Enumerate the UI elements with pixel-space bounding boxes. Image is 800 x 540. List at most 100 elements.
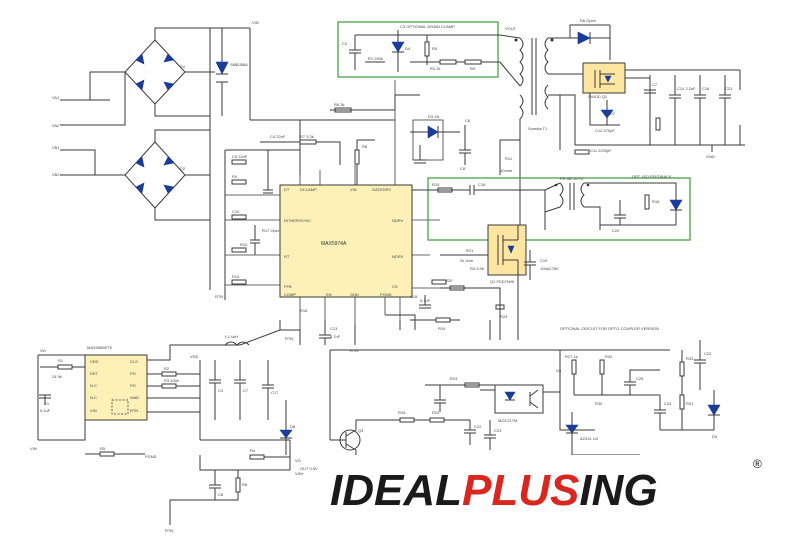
svg-text:VB2: VB2 bbox=[52, 172, 60, 177]
svg-text:C24: C24 bbox=[664, 401, 672, 406]
svg-text:R3 2k: R3 2k bbox=[430, 66, 440, 71]
svg-text:VDD: VDD bbox=[90, 359, 99, 364]
svg-text:D7: D7 bbox=[610, 111, 616, 116]
svg-text:EN: EN bbox=[326, 292, 332, 297]
sync-rectifier-mosfet bbox=[570, 62, 651, 126]
svg-text:R30: R30 bbox=[595, 401, 603, 406]
optional-circuit-note: OPTIONAL CIRCUIT FOR OPTO-COUPLER VERSIO… bbox=[560, 326, 659, 331]
svg-text:C1: C1 bbox=[44, 401, 50, 406]
svg-text:DCLAMP: DCLAMP bbox=[300, 187, 317, 192]
main-chip-part-label: MAX5974A bbox=[321, 241, 347, 247]
svg-text:R24: R24 bbox=[500, 314, 508, 319]
svg-text:Sumida T1: Sumida T1 bbox=[528, 126, 548, 131]
svg-text:L1 4uH: L1 4uH bbox=[225, 334, 238, 339]
svg-text:VIN: VIN bbox=[30, 446, 37, 451]
return-link bbox=[279, 320, 300, 331]
svg-text:MOC217M: MOC217M bbox=[498, 418, 517, 423]
output-diode bbox=[569, 24, 611, 60]
svg-text:C23: C23 bbox=[494, 428, 502, 433]
svg-text:R1 200k: R1 200k bbox=[368, 56, 383, 61]
svg-text:0.1uF: 0.1uF bbox=[420, 298, 431, 303]
supervisor-chip-part-label: MAX5986ETE bbox=[87, 345, 113, 350]
svg-text:R3 100k: R3 100k bbox=[164, 378, 179, 383]
svg-text:C18: C18 bbox=[478, 182, 486, 187]
svg-text:R21: R21 bbox=[466, 248, 474, 253]
registered-mark: ® bbox=[753, 457, 762, 471]
secondary-ground-path bbox=[548, 94, 620, 150]
svg-text:C12 470pF: C12 470pF bbox=[595, 128, 615, 133]
svg-text:C21: C21 bbox=[725, 86, 733, 91]
svg-text:R4: R4 bbox=[250, 448, 256, 453]
svg-text:C5 22nF: C5 22nF bbox=[232, 154, 248, 159]
svg-text:C13: C13 bbox=[330, 326, 338, 331]
main-controller-chip bbox=[279, 184, 413, 298]
supervisor-pins-left: VDD DET N.C N.C VIN bbox=[90, 359, 99, 413]
svg-text:C11 2200pF: C11 2200pF bbox=[590, 148, 612, 153]
svg-text:GND: GND bbox=[350, 292, 359, 297]
bridge-rectifier-2 bbox=[60, 129, 210, 221]
svg-text:RTN: RTN bbox=[215, 294, 223, 299]
svg-text:FFB: FFB bbox=[284, 284, 292, 289]
svg-text:C3: C3 bbox=[218, 388, 224, 393]
svg-text:D2: D2 bbox=[180, 166, 186, 171]
svg-text:C8: C8 bbox=[460, 166, 466, 171]
svg-text:VOUT: VOUT bbox=[505, 26, 517, 31]
svg-text:SMBJ58A: SMBJ58A bbox=[230, 62, 248, 67]
supervisor-pins-right: CLS PG PG WAD RTN bbox=[130, 359, 139, 413]
svg-text:D9: D9 bbox=[712, 434, 718, 439]
snubber-highlight-box bbox=[337, 21, 499, 78]
main-power-mosfet bbox=[440, 224, 527, 290]
svg-text:RTN: RTN bbox=[165, 528, 173, 533]
comp-network bbox=[299, 279, 460, 345]
opto-feedback-circuit bbox=[329, 340, 721, 440]
svg-text:D3 1N: D3 1N bbox=[428, 114, 439, 119]
svg-text:R17 Open: R17 Open bbox=[262, 228, 280, 233]
svg-text:R4 3.3k: R4 3.3k bbox=[470, 266, 484, 271]
svg-text:C7: C7 bbox=[243, 388, 249, 393]
svg-text:VDD: VDD bbox=[190, 354, 199, 359]
svg-text:DITHER/SYNC: DITHER/SYNC bbox=[284, 218, 311, 223]
svg-text:R24: R24 bbox=[432, 410, 440, 415]
svg-text:OPT. ISO FEEDBACK: OPT. ISO FEEDBACK bbox=[632, 174, 672, 179]
svg-text:R23: R23 bbox=[450, 376, 458, 381]
svg-text:R14: R14 bbox=[232, 274, 240, 279]
bias-winding-highlight-box bbox=[427, 177, 691, 241]
svg-text:WAD: WAD bbox=[130, 395, 139, 400]
svg-text:N.C: N.C bbox=[90, 395, 97, 400]
svg-text:RTN: RTN bbox=[285, 336, 293, 341]
svg-text:R32: R32 bbox=[605, 354, 613, 359]
svg-text:C25: C25 bbox=[636, 376, 644, 381]
opto-bias-resistor bbox=[464, 382, 480, 388]
svg-text:R2: R2 bbox=[164, 366, 170, 371]
svg-text:D4: D4 bbox=[405, 46, 411, 51]
svg-text:U3: U3 bbox=[556, 368, 562, 373]
svg-text:10ohm: 10ohm bbox=[500, 168, 513, 173]
svg-text:R34: R34 bbox=[398, 410, 406, 415]
svg-text:NDRV: NDRV bbox=[392, 218, 404, 223]
svg-text:PGND: PGND bbox=[380, 292, 392, 297]
svg-text:COMP: COMP bbox=[284, 292, 296, 297]
svg-text:Q3: Q3 bbox=[358, 428, 364, 433]
svg-text:VIN: VIN bbox=[350, 187, 357, 192]
svg-text:R4: R4 bbox=[232, 174, 238, 179]
svg-text:PG: PG bbox=[130, 371, 136, 376]
svg-text:24.9k: 24.9k bbox=[52, 374, 62, 379]
drain-line bbox=[499, 119, 521, 230]
svg-text:R31: R31 bbox=[686, 401, 694, 406]
svg-text:C19: C19 bbox=[540, 258, 548, 263]
svg-text:0.1uF: 0.1uF bbox=[40, 408, 51, 413]
svg-text:C22: C22 bbox=[474, 424, 482, 429]
svg-text:2k ohm: 2k ohm bbox=[460, 258, 474, 263]
clamp-diode bbox=[410, 125, 471, 165]
timing-network bbox=[224, 149, 301, 300]
transformer-t1 bbox=[499, 34, 570, 120]
svg-text:R9: R9 bbox=[470, 66, 476, 71]
svg-text:4.7nF: 4.7nF bbox=[330, 334, 341, 339]
svg-text:R33: R33 bbox=[686, 356, 694, 361]
svg-text:C7: C7 bbox=[652, 82, 658, 87]
output-resistor bbox=[574, 149, 590, 155]
svg-text:R16: R16 bbox=[652, 199, 660, 204]
svg-text:C8: C8 bbox=[218, 492, 224, 497]
svg-text:R18: R18 bbox=[300, 308, 308, 313]
